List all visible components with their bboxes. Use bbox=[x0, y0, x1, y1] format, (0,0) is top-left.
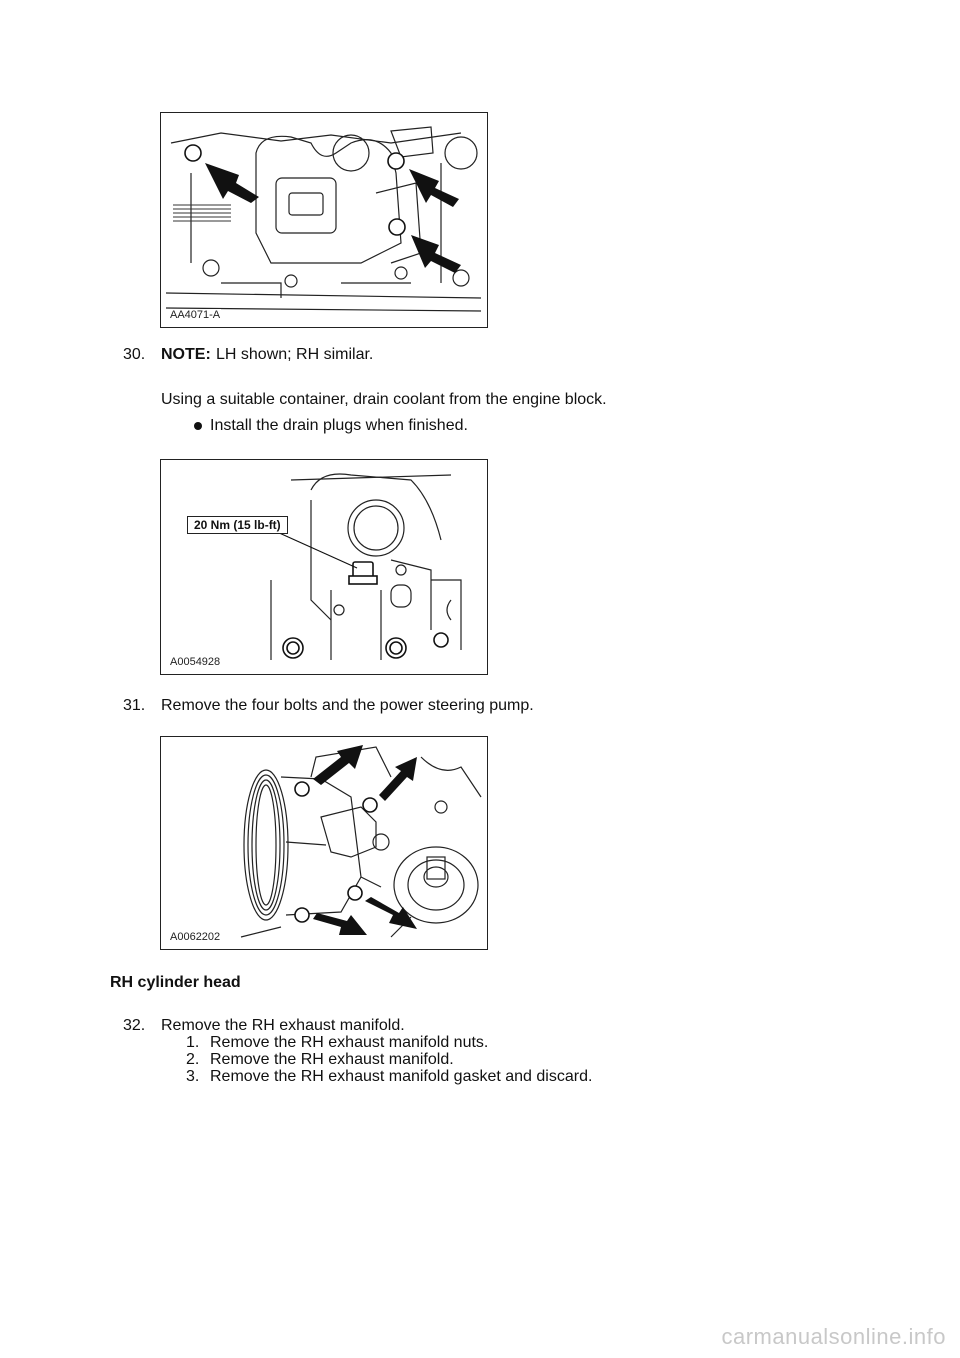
footer-site-link[interactable]: carmanualsonline.info bbox=[721, 1324, 946, 1349]
step-number: 30. bbox=[123, 346, 146, 363]
figure-power-steering-pump: A0062202 bbox=[160, 736, 488, 950]
note-label: NOTE: bbox=[161, 346, 211, 363]
substep-number: 3. bbox=[186, 1068, 200, 1085]
engine-mount-bracket-illustration bbox=[165, 126, 482, 312]
step-text: Using a suitable container, drain coolan… bbox=[161, 391, 607, 408]
substep-text: Remove the RH exhaust manifold nuts. bbox=[210, 1034, 489, 1051]
substep-number: 2. bbox=[186, 1051, 200, 1068]
step-text: Remove the four bolts and the power stee… bbox=[161, 697, 534, 714]
figure-engine-mount-bracket: AA4071-A bbox=[160, 112, 488, 328]
section-heading: RH cylinder head bbox=[110, 974, 241, 991]
note-text: LH shown; RH similar. bbox=[216, 346, 374, 363]
power-steering-pump-illustration bbox=[240, 745, 482, 938]
substep-text: Remove the RH exhaust manifold gasket an… bbox=[210, 1068, 593, 1085]
substep-number: 1. bbox=[186, 1034, 200, 1051]
substep-text: Remove the RH exhaust manifold. bbox=[210, 1051, 454, 1068]
bullet-text: Install the drain plugs when finished. bbox=[210, 417, 468, 434]
step-number: 32. bbox=[123, 1017, 146, 1034]
drain-plug-illustration bbox=[265, 473, 462, 660]
figure-drain-plug: 20 Nm (15 lb-ft) A0054928 bbox=[160, 459, 488, 675]
figure-id: A0054928 bbox=[169, 656, 222, 668]
step-number: 31. bbox=[123, 697, 146, 714]
torque-callout: 20 Nm (15 lb-ft) bbox=[187, 516, 288, 534]
figure-id: AA4071-A bbox=[169, 309, 222, 321]
figure-id: A0062202 bbox=[169, 931, 222, 943]
step-text: Remove the RH exhaust manifold. bbox=[161, 1017, 405, 1034]
bullet-dot bbox=[194, 422, 202, 430]
